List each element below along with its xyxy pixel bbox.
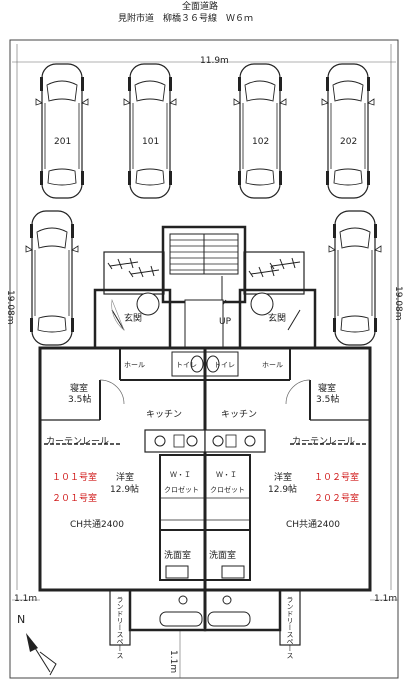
western-room-right: 洋室 xyxy=(274,473,293,483)
dim-width-top: 11.9m xyxy=(200,56,229,66)
car-right-side xyxy=(328,210,382,346)
compass-north-label: N xyxy=(17,613,26,626)
road-title: 全面道路 xyxy=(182,2,219,12)
ch-label-right: CH共通2400 xyxy=(286,520,340,530)
closet-label-left: Ｗ・Ｉ xyxy=(170,471,191,479)
dim-depth-left: 19.08m xyxy=(5,290,15,325)
dim-setback-right: 1.1m xyxy=(374,594,398,604)
parking-space-label: 201 xyxy=(54,137,72,147)
parking-space-label: 202 xyxy=(340,137,358,147)
hall-label-right: ホール xyxy=(262,361,283,369)
bedroom-label-left: 寝室 xyxy=(70,384,89,394)
car-102 xyxy=(233,63,287,199)
washroom-label-right: 洗面室 xyxy=(209,551,237,561)
dim-depth-right: 19.08m xyxy=(393,286,403,321)
western-size-left: 12.9帖 xyxy=(110,485,140,495)
room-number-101: １０１号室 xyxy=(52,473,98,483)
car-101 xyxy=(123,63,177,199)
road-detail: 見附市道 柳橋３６号線 Ｗ６ｍ xyxy=(118,14,254,24)
north-arrow xyxy=(26,633,57,676)
closet-label-right: Ｗ・Ｉ xyxy=(216,471,237,479)
parking-space-label: 102 xyxy=(252,137,270,147)
parking-space-label: 101 xyxy=(142,137,160,147)
curtain-rail-left: カーテンレール xyxy=(46,437,110,447)
western-size-right: 12.9帖 xyxy=(268,485,298,495)
kitchen-label-right: キッチン xyxy=(221,410,258,420)
bedroom-size-left: 3.5帖 xyxy=(68,395,92,405)
toilet-label-right: トイレ xyxy=(214,361,235,369)
car-201 xyxy=(35,63,89,199)
closet-sub-left: クロゼット xyxy=(164,486,199,494)
room-number-102: １０２号室 xyxy=(314,473,360,483)
car-202 xyxy=(321,63,375,199)
bedroom-size-right: 3.5帖 xyxy=(316,395,340,405)
western-room-left: 洋室 xyxy=(116,473,135,483)
entrance-label-left: 玄関 xyxy=(124,314,143,324)
ch-label-left: CH共通2400 xyxy=(70,520,124,530)
bedroom-label-right: 寝室 xyxy=(318,384,337,394)
laundry-label-right: ランドリースペース xyxy=(286,596,294,659)
dim-setback-bottom: 1.1m xyxy=(168,650,178,674)
kitchen-label-left: キッチン xyxy=(146,410,183,420)
curtain-rail-right: カーテンレール xyxy=(292,437,356,447)
toilet-label-left: トイレ xyxy=(176,361,197,369)
site-boundary xyxy=(9,39,399,679)
stair-up-label: UP xyxy=(219,317,232,327)
closet-sub-right: クロゼット xyxy=(210,486,245,494)
hall-label-left: ホール xyxy=(124,361,145,369)
dim-setback-left: 1.1m xyxy=(14,594,38,604)
room-number-202: ２０２号室 xyxy=(314,494,360,504)
car-left-side xyxy=(25,210,79,346)
laundry-label-left: ランドリースペース xyxy=(116,596,124,659)
washroom-label-left: 洗面室 xyxy=(164,551,192,561)
entrance-label-right: 玄関 xyxy=(268,314,287,324)
room-number-201: ２０１号室 xyxy=(52,494,98,504)
